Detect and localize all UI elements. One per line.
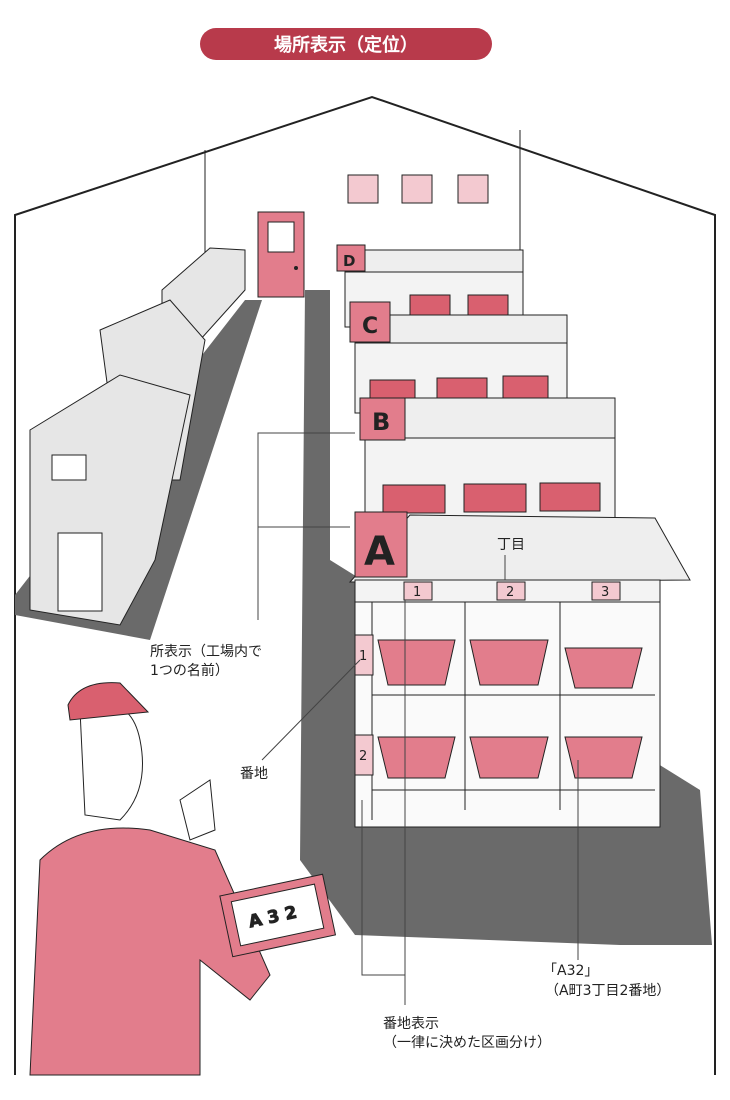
worker: A 3 2 (29, 682, 337, 1076)
label-example-1: 「A32」 (543, 963, 599, 979)
label-banchi-display-2: （一律に決めた区画分け） (383, 1035, 551, 1051)
location-card: A 3 2 (219, 873, 337, 958)
row-1: 1 (359, 649, 367, 664)
row-2: 2 (359, 749, 367, 764)
column-1: 1 (413, 585, 421, 600)
sign-B: B (372, 408, 390, 436)
machines (29, 247, 246, 626)
sign-C: C (362, 314, 378, 339)
label-location-name-1: 所表示（工場内で (150, 644, 262, 660)
shelf-A (348, 511, 691, 828)
building-outline (14, 95, 716, 1075)
column-2: 2 (506, 585, 514, 600)
sign-D: D (343, 252, 355, 270)
shelf-B (359, 397, 616, 524)
windows (347, 174, 489, 204)
leader-lines (257, 432, 579, 1005)
shelf-C (349, 301, 568, 414)
column-3: 3 (601, 585, 609, 600)
title-banner: 場所表示（定位） (200, 28, 492, 60)
label-banchi: 番地 (240, 766, 268, 782)
label-chome: 丁目 (497, 537, 525, 553)
label-example-2: （A町3丁目2番地） (545, 983, 671, 999)
label-location-name-2: 1つの名前） (150, 663, 229, 679)
door (257, 211, 305, 298)
sign-A: A (364, 529, 395, 575)
label-banchi-display-1: 番地表示 (383, 1016, 439, 1032)
